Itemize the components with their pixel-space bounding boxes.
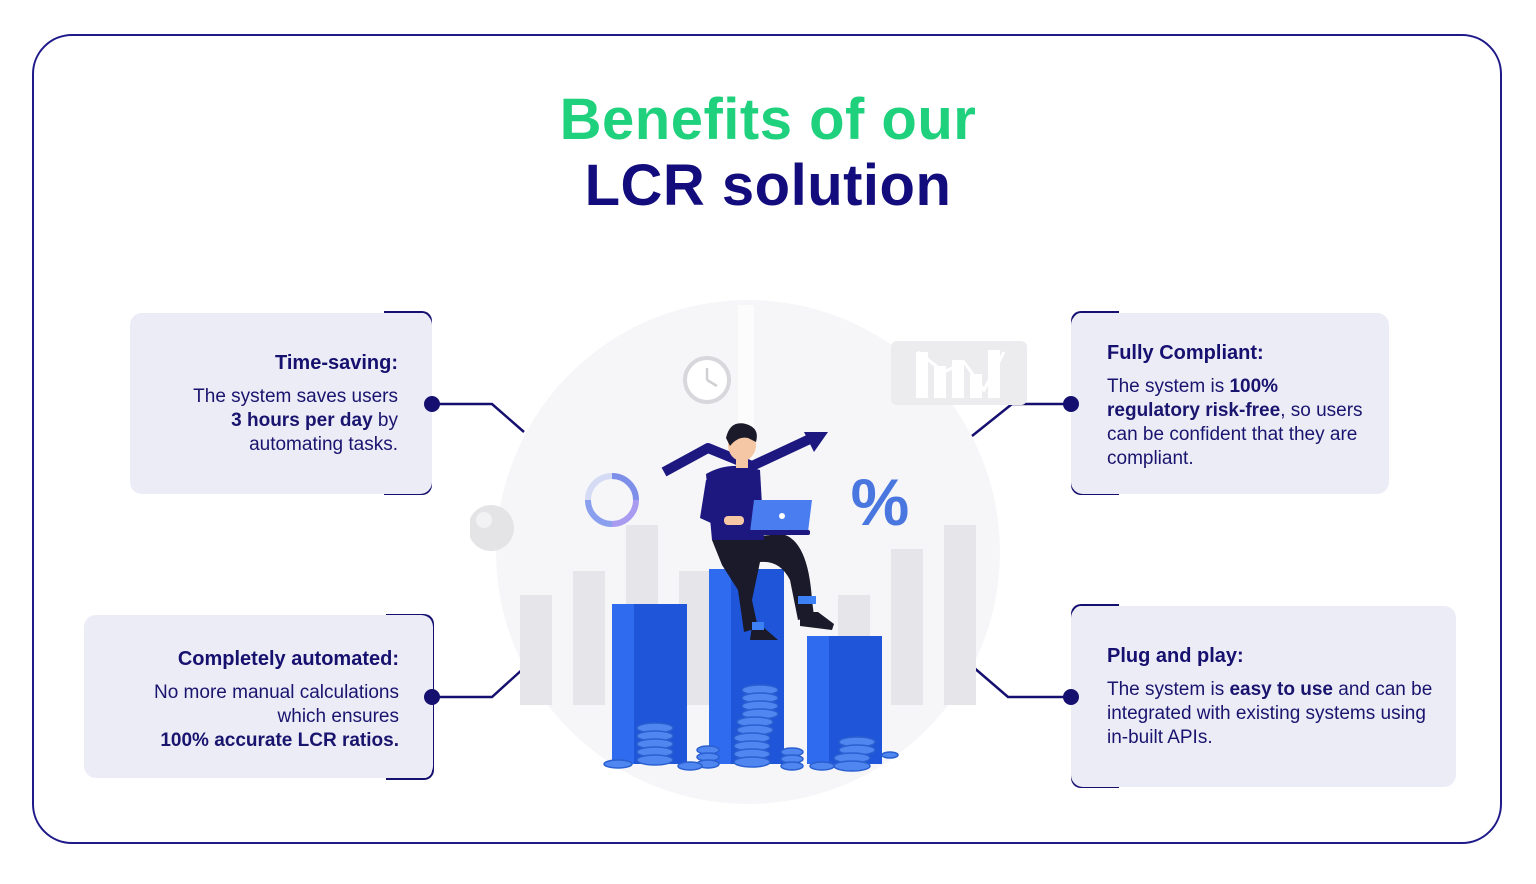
background-bar — [891, 549, 923, 705]
benefit-card-time-saving: Time-saving: The system saves users 3 hou… — [130, 313, 432, 494]
benefit-heading: Plug and play: — [1107, 645, 1244, 667]
benefit-heading: Completely automated: — [177, 648, 399, 670]
connector-dot — [424, 689, 440, 705]
benefit-description: No more manual calculations which ensure… — [104, 681, 399, 753]
blue-bars — [612, 569, 882, 764]
benefit-text: by automating tasks. — [249, 410, 398, 455]
benefit-description: The system saves users 3 hours per day by… — [150, 385, 398, 457]
connector-dot — [1063, 396, 1079, 412]
benefit-description: The system is 100% regulatory risk-free,… — [1107, 375, 1369, 471]
percent-icon: % — [851, 465, 910, 539]
background-bar — [944, 525, 976, 705]
blue-bar-face — [709, 569, 731, 764]
connector-dot — [1063, 689, 1079, 705]
connector-line — [971, 665, 1071, 699]
blue-bar-face — [807, 636, 829, 764]
benefit-highlight: easy to use — [1229, 679, 1333, 700]
connector-dot — [424, 396, 440, 412]
benefit-card-plug-and-play: Plug and play: The system is easy to use… — [1071, 606, 1456, 787]
infographic-frame — [32, 34, 1502, 844]
title-line-2: LCR solution — [584, 153, 952, 218]
benefit-card-compliant: Fully Compliant: The system is 100% regu… — [1071, 313, 1389, 494]
benefit-highlight: 100% regulatory risk-free — [1107, 376, 1281, 421]
benefit-text: and can be integrated with existing syst… — [1107, 679, 1433, 748]
benefit-text: The system is — [1107, 679, 1225, 700]
benefit-highlight: 100% accurate LCR ratios. — [160, 730, 399, 751]
sphere-decoration — [470, 505, 514, 551]
connector-line — [432, 667, 525, 699]
benefit-card-automated: Completely automated: No more manual cal… — [84, 615, 433, 778]
trend-arrow-icon — [661, 432, 828, 477]
benefit-text: No more manual calculations which ensure… — [153, 682, 399, 727]
benefit-text: The system saves users — [193, 386, 398, 407]
illustration-person-on-bar-chart: % — [470, 300, 1027, 804]
benefit-heading: Fully Compliant: — [1107, 342, 1264, 364]
connector-line — [432, 402, 525, 433]
coin-stacks — [603, 684, 899, 772]
benefit-highlight: 3 hours per day — [231, 410, 373, 431]
background-bar — [520, 595, 552, 705]
benefit-text: , so users can be confident that they ar… — [1107, 400, 1363, 469]
benefit-description: The system is easy to use and can be int… — [1107, 678, 1436, 750]
sphere-highlight — [476, 512, 492, 528]
blue-bar-face — [612, 604, 634, 764]
benefit-heading: Time-saving: — [275, 352, 398, 374]
donut-chart-icon — [585, 473, 639, 527]
person-figure — [700, 423, 834, 640]
clock-icon — [683, 356, 731, 404]
background-bar — [573, 571, 605, 705]
title-line-1: Benefits of our — [559, 87, 977, 152]
bar-chart-icon — [891, 341, 1027, 405]
benefit-text: The system is — [1107, 376, 1225, 397]
